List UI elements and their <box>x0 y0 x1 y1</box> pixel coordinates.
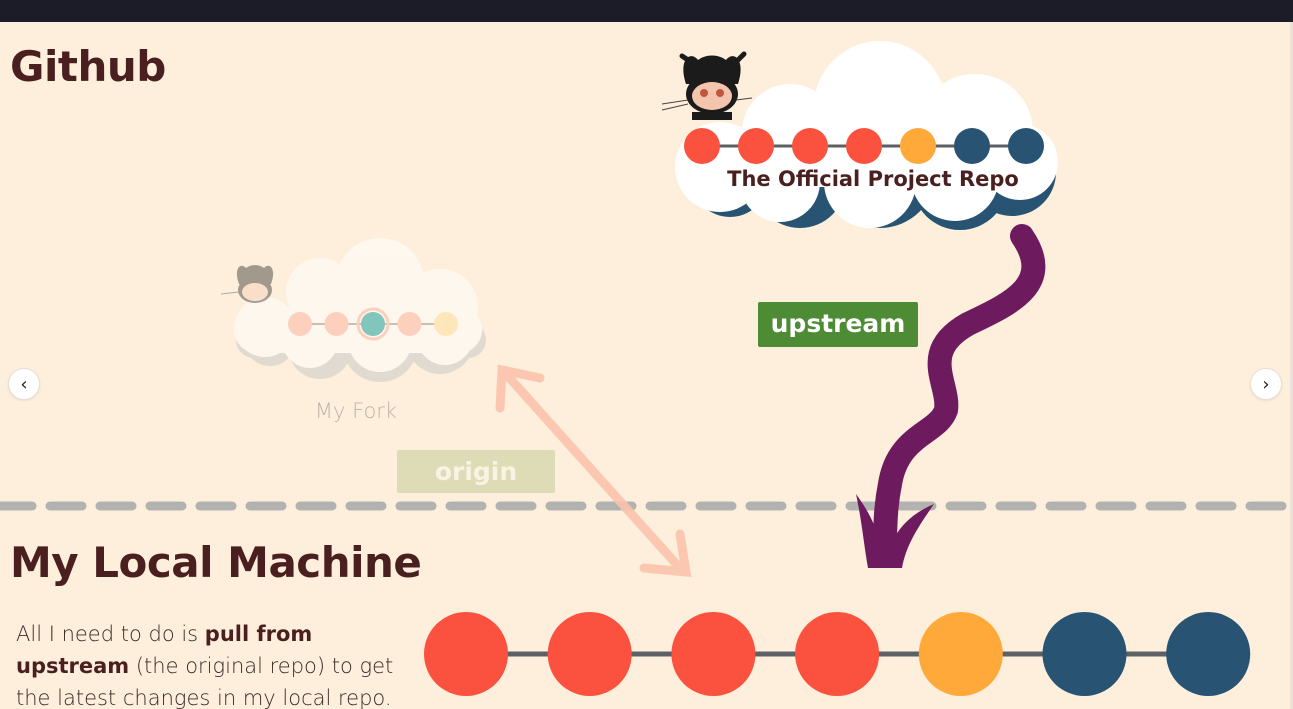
local-commit-1 <box>424 612 508 696</box>
upstream-badge: upstream <box>758 302 918 347</box>
official-commit-1 <box>684 128 720 164</box>
official-commit-2 <box>738 128 774 164</box>
official-commit-6 <box>954 128 990 164</box>
octocat-icon <box>661 51 753 120</box>
fork-cloud <box>234 238 486 382</box>
local-machine-heading: My Local Machine <box>10 538 422 587</box>
fork-commit-highlight <box>356 307 390 341</box>
browser-top-bar <box>0 0 1293 22</box>
origin-arrow <box>495 364 692 578</box>
description-rest: (the original repo) to get the latest ch… <box>16 654 394 709</box>
window-edge <box>1290 22 1293 709</box>
upstream-label: upstream <box>771 309 906 338</box>
description-text: All I need to do is pull from upstream (… <box>16 618 426 709</box>
local-commit-chain <box>424 612 1251 696</box>
local-commit-3 <box>671 612 756 696</box>
official-commit-4 <box>846 128 882 164</box>
origin-label: origin <box>435 457 517 486</box>
official-commit-7 <box>1008 128 1044 164</box>
fork-commit-5 <box>434 312 458 336</box>
official-repo-cloud: The Official Project Repo <box>675 41 1058 230</box>
next-slide-button[interactable]: › <box>1250 368 1282 400</box>
local-commit-2 <box>547 612 632 696</box>
github-heading: Github <box>10 42 166 91</box>
origin-badge: origin <box>397 450 555 493</box>
fork-octocat-icon <box>220 265 274 303</box>
chevron-right-icon: › <box>1262 373 1270 395</box>
local-commit-7 <box>1166 612 1251 696</box>
local-commit-6 <box>1042 612 1127 696</box>
official-commit-5 <box>900 128 936 164</box>
official-commit-3 <box>792 128 828 164</box>
fork-commit-4 <box>397 312 422 336</box>
fork-commit-3 <box>361 312 385 336</box>
slide-diagram: The Official Project Repo <box>0 41 1290 696</box>
fork-commit-2 <box>324 312 349 336</box>
description-bold: pull from upstream <box>16 622 313 678</box>
chevron-left-icon: ‹ <box>20 373 28 395</box>
official-repo-label: The Official Project Repo <box>727 167 1019 191</box>
description-intro: All I need to do is <box>16 622 205 646</box>
local-commit-5 <box>918 612 1003 696</box>
upstream-arrow <box>856 224 1046 568</box>
previous-slide-button[interactable]: ‹ <box>8 368 40 400</box>
fork-commit-1 <box>288 312 312 336</box>
local-commit-4 <box>795 612 880 696</box>
presentation-slide: The Official Project Repo <box>0 22 1290 709</box>
my-fork-label: My Fork <box>315 399 397 423</box>
